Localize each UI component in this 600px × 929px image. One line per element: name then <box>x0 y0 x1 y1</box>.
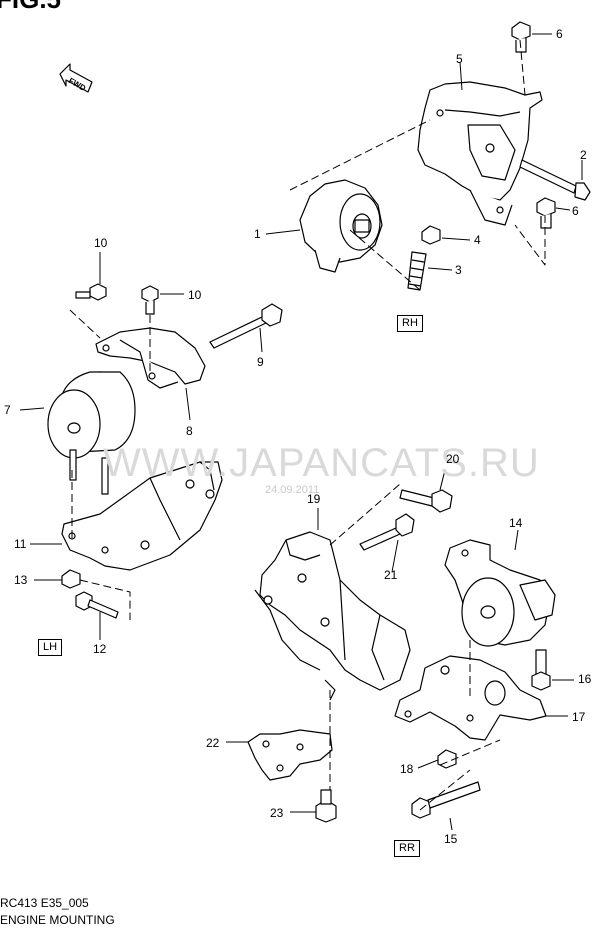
callout-1: 1 <box>254 227 261 241</box>
group-label-rr: RR <box>394 840 420 857</box>
callout-16: 16 <box>578 672 592 686</box>
callout-9: 9 <box>257 355 264 369</box>
rr-bracket-19 <box>254 531 411 701</box>
nut-4 <box>421 225 441 245</box>
callout-7: 7 <box>4 403 11 417</box>
bolt-15 <box>411 781 481 819</box>
bolt-12 <box>75 591 119 619</box>
fwd-arrow-icon <box>59 63 93 93</box>
bolt-16 <box>531 649 551 691</box>
callout-10-upper: 10 <box>94 236 108 250</box>
bolt-20 <box>399 489 453 513</box>
callout-22: 22 <box>206 736 220 750</box>
bolt-6-top <box>511 21 531 53</box>
callout-10-lower: 10 <box>188 288 202 302</box>
figure-title: FIG.5 <box>0 0 61 15</box>
callout-6-top: 6 <box>556 27 563 41</box>
rr-bracket-22 <box>247 729 333 781</box>
diagram-caption: ENGINE MOUNTING <box>0 913 115 927</box>
diagram-code: RC413 E35_005 <box>0 896 89 910</box>
bolt-10-upper <box>75 283 107 301</box>
watermark-date: 24.09.2011 <box>265 484 320 496</box>
callout-14: 14 <box>509 516 523 530</box>
nut-13 <box>61 569 81 589</box>
callout-4: 4 <box>474 233 481 247</box>
callout-5: 5 <box>456 52 463 66</box>
callout-21: 21 <box>384 568 398 582</box>
stud-3 <box>407 251 427 291</box>
group-label-lh: LH <box>38 639 63 656</box>
callout-18: 18 <box>400 762 414 776</box>
callout-20: 20 <box>446 452 460 466</box>
callout-3: 3 <box>455 263 462 277</box>
callout-19: 19 <box>307 492 321 506</box>
callout-13: 13 <box>14 573 28 587</box>
callout-6-right: 6 <box>572 204 579 218</box>
callout-23: 23 <box>270 806 284 820</box>
lh-bracket-11 <box>61 461 223 571</box>
rr-bracket-17 <box>394 655 547 741</box>
watermark: WWW.JAPANCATS.RU <box>103 441 540 485</box>
rh-bracket-5 <box>417 81 543 226</box>
bolt-10-lower <box>141 285 159 315</box>
bolt-6-right <box>536 197 556 229</box>
bolt-2 <box>519 159 591 201</box>
callout-12: 12 <box>93 642 107 656</box>
bolt-9 <box>209 303 283 349</box>
callout-2: 2 <box>580 148 587 162</box>
group-label-rh: RH <box>397 315 423 332</box>
callout-11: 11 <box>14 537 27 551</box>
lh-mount-7 <box>47 371 136 495</box>
callout-15: 15 <box>444 832 458 846</box>
callout-17: 17 <box>572 710 586 724</box>
bolt-21 <box>359 513 415 551</box>
rh-mount-1 <box>299 179 383 273</box>
rr-mount-14 <box>444 539 556 647</box>
bolt-23 <box>315 789 337 823</box>
callout-8: 8 <box>186 424 193 438</box>
